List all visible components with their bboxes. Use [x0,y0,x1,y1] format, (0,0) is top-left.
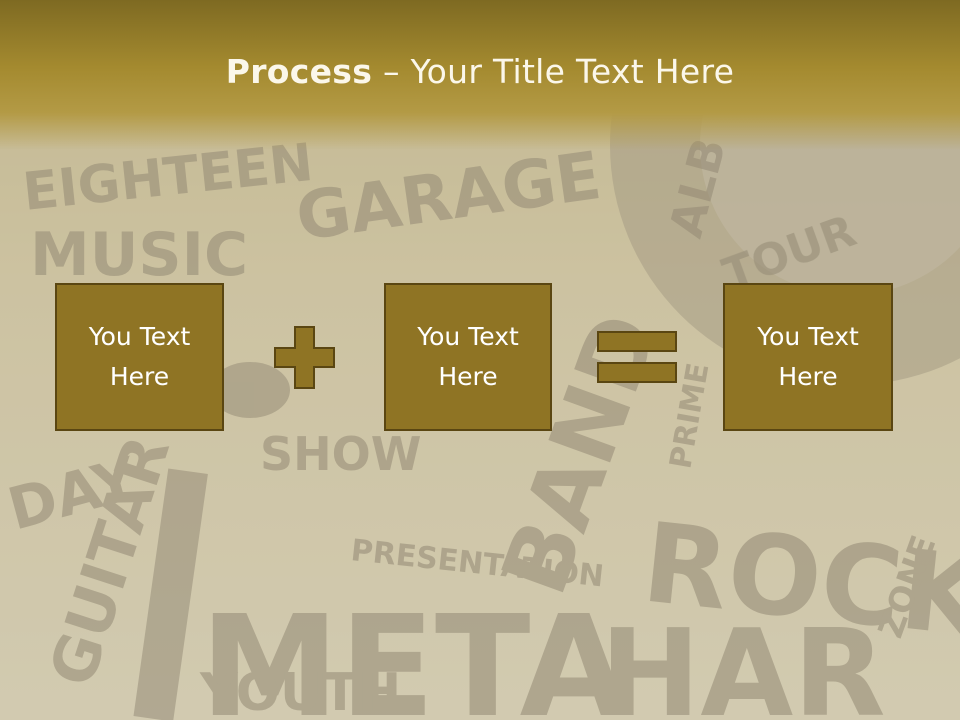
equals-icon [597,331,677,383]
bg-word: META [200,586,628,720]
bg-word: HAR [600,605,886,720]
title-bold: Process [225,52,373,91]
process-box-2[interactable]: You Text Here [384,283,552,431]
bg-word: SHOW [260,427,421,481]
process-box-text: You Text Here [757,322,859,391]
process-box-1[interactable]: You Text Here [55,283,224,431]
title-dash: – [372,52,411,91]
bg-word: MUSIC [30,220,248,290]
plus-icon [274,326,335,389]
slide-title[interactable]: Process – Your Title Text Here [0,52,960,91]
title-bar [0,0,960,150]
bg-word: YOUTH [199,663,401,720]
process-box-text: You Text Here [88,322,191,391]
process-box-3[interactable]: You Text Here [723,283,893,431]
title-rest: Your Title Text Here [410,52,735,91]
process-box-text: You Text Here [417,322,519,391]
